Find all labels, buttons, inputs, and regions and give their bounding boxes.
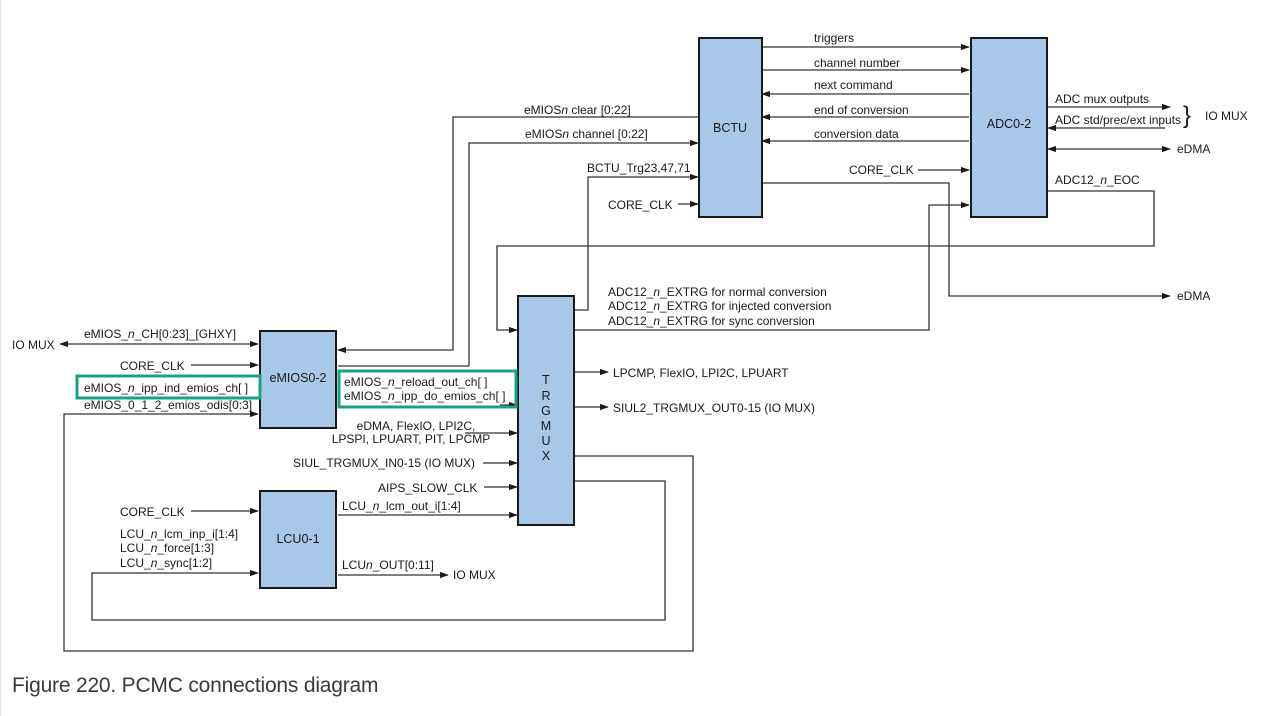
- block-bctu-label: BCTU: [713, 121, 747, 135]
- trgmux-letter: M: [541, 419, 551, 433]
- block-trgmux: T R G M U X: [517, 295, 575, 526]
- label-adc-edma: eDMA: [1177, 142, 1210, 156]
- label-trgmux-siul-out: SIUL2_TRGMUX_OUT0-15 (IO MUX): [613, 401, 815, 415]
- label-extrg-normal: ADC12_n_EXTRG for normal conversion: [608, 285, 827, 299]
- wire-emios-clear: [337, 116, 698, 354]
- label-adc-inputs: ADC std/prec/ext inputs: [1055, 113, 1181, 127]
- label-emios-core-clk: CORE_CLK: [120, 359, 185, 373]
- label-trgmux-periph-in-1: eDMA, FlexIO, LPI2C,: [357, 419, 476, 433]
- connections: [59, 43, 1171, 652]
- label-emios-io-mux: IO MUX: [12, 338, 55, 352]
- label-emios-reload: eMIOS_n_reload_out_ch[ ]: [344, 375, 487, 389]
- label-lcu-core-clk: CORE_CLK: [120, 505, 185, 519]
- label-lcu-sync: LCU_n_sync[1:2]: [120, 556, 212, 570]
- wire-bctu-edma: [762, 182, 1171, 300]
- brace-icon: }: [1183, 102, 1191, 129]
- label-adc-eoc: ADC12_n_EOC: [1055, 173, 1140, 187]
- label-extrg-sync: ADC12_n_EXTRG for sync conversion: [608, 314, 815, 328]
- block-emios: eMIOS0-2: [259, 330, 337, 429]
- labels: triggers channel number next command end…: [12, 31, 1248, 582]
- block-emios-label: eMIOS0-2: [270, 371, 327, 385]
- label-emios-do: eMIOS_n_ipp_do_emios_ch[ ]: [344, 389, 505, 403]
- highlight-emios-ind: [75, 374, 262, 400]
- block-adc: ADC0-2: [970, 37, 1048, 218]
- highlight-emios-reload-do: [337, 369, 518, 409]
- label-adc-mux-outputs: ADC mux outputs: [1055, 92, 1149, 106]
- label-end-of-conversion: end of conversion: [814, 103, 909, 117]
- figure-caption: Figure 220. PCMC connections diagram: [12, 674, 379, 697]
- label-trgmux-periph-in-2: LPSPI, LPUART, PIT, LPCMP: [332, 432, 491, 446]
- label-emios-odis: eMIOS_0_1_2_emios_odis[0:3]: [84, 398, 252, 412]
- wire-trgmux-lcu-loop: [91, 480, 666, 621]
- label-lcu-out: LCUn_OUT[0:11]: [342, 558, 434, 572]
- trgmux-letter: X: [542, 449, 551, 463]
- label-conversion-data: conversion data: [814, 127, 899, 141]
- label-extrg-injected: ADC12_n_EXTRG for injected conversion: [608, 299, 831, 313]
- trgmux-letter: G: [541, 404, 551, 418]
- label-lcu-force: LCU_n_force[1:3]: [120, 541, 214, 555]
- label-emios-channel: eMIOSn channel [0:22]: [525, 127, 648, 141]
- label-trgmux-siul-in: SIUL_TRGMUX_IN0-15 (IO MUX): [293, 456, 475, 470]
- trgmux-letter: U: [541, 434, 550, 448]
- trgmux-letter: R: [541, 389, 550, 403]
- label-adc-io-mux: IO MUX: [1205, 109, 1248, 123]
- label-bctu-trg: BCTU_Trg23,47,71: [587, 161, 691, 175]
- block-lcu: LCU0-1: [259, 490, 337, 589]
- label-emios-ch: eMIOS_n_CH[0:23]_[GHXY]: [84, 327, 236, 341]
- page-edge: [0, 0, 1, 716]
- label-adc-core-clk: CORE_CLK: [849, 163, 914, 177]
- label-trgmux-periph-out: LPCMP, FlexIO, LPI2C, LPUART: [613, 366, 789, 380]
- label-next-command: next command: [814, 78, 893, 92]
- wire-emios-channel: [468, 139, 699, 366]
- label-emios-clear: eMIOSn clear [0:22]: [524, 103, 631, 117]
- label-lcu-io-mux: IO MUX: [453, 568, 496, 582]
- block-bctu: BCTU: [698, 37, 763, 218]
- label-channel-number: channel number: [814, 56, 900, 70]
- block-adc-label: ADC0-2: [987, 117, 1032, 131]
- label-lcu-out-i: LCU_n_lcm_out_i[1:4]: [342, 499, 461, 513]
- label-emios-ind: eMIOS_n_ipp_ind_emios_ch[ ]: [84, 381, 248, 395]
- label-bctu-edma: eDMA: [1177, 289, 1210, 303]
- trgmux-letter: T: [542, 373, 550, 387]
- label-bctu-core-clk: CORE_CLK: [608, 198, 673, 212]
- wire-emios-odis-loop: [63, 410, 694, 652]
- label-lcu-inp: LCU_n_lcm_inp_i[1:4]: [120, 527, 238, 541]
- wire-bctu-trg: [575, 173, 699, 311]
- label-trgmux-aips: AIPS_SLOW_CLK: [378, 481, 477, 495]
- block-lcu-label: LCU0-1: [276, 532, 319, 546]
- label-triggers: triggers: [814, 31, 854, 45]
- wire-adc-eoc: [496, 190, 1155, 334]
